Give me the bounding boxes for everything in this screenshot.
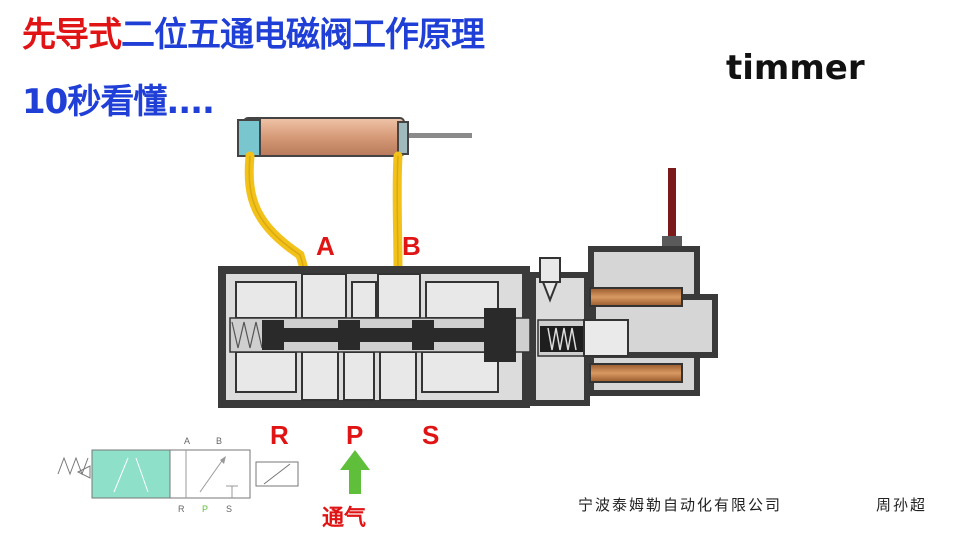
valve-spool [262, 308, 516, 362]
symbol-label-r: R [178, 504, 185, 514]
port-label-s: S [422, 420, 440, 450]
cylinder-front-cap [397, 121, 409, 155]
air-cylinder [237, 117, 472, 157]
air-in-label: 通气 [322, 506, 367, 531]
cylinder-end-cap [237, 119, 261, 157]
port-label-p: P [346, 420, 364, 450]
symbol-idle-box [169, 449, 251, 499]
symbol-label-a: A [184, 436, 190, 446]
page-subtitle: 10秒看懂.... [22, 82, 215, 122]
coil-bottom [589, 363, 683, 383]
title-part-2: 二位五通电磁阀工作原理 [121, 15, 485, 55]
symbol-solenoid [255, 461, 299, 487]
solenoid-wire [668, 168, 676, 242]
symbol-active-box [91, 449, 171, 499]
port-label-b: B [402, 231, 421, 261]
symbol-label-b: B [216, 436, 222, 446]
page-title: 先导式二位五通电磁阀工作原理 [22, 15, 485, 55]
company-name: 宁波泰姆勒自动化有限公司 [578, 496, 783, 514]
coil-top [589, 287, 683, 307]
return-spring-left [231, 321, 263, 349]
cylinder-barrel [243, 117, 405, 157]
port-label-a: A [316, 231, 335, 261]
author-name: 周孙超 [876, 496, 928, 514]
valve-body [218, 266, 531, 408]
air-supply-arrow-icon [340, 450, 370, 494]
brand-logo: timmer [726, 48, 865, 88]
solenoid [540, 168, 718, 396]
symbol-label-p: P [202, 504, 208, 514]
valve-symbol: A B R P S [57, 436, 299, 514]
title-part-1: 先导式 [22, 15, 122, 55]
armature-spring [547, 327, 577, 351]
port-label-r: R [270, 420, 289, 450]
symbol-label-s: S [226, 504, 232, 514]
hose-a [244, 151, 310, 277]
armature [583, 319, 629, 357]
piston-rod [400, 133, 472, 138]
symbol-spring [57, 456, 89, 476]
